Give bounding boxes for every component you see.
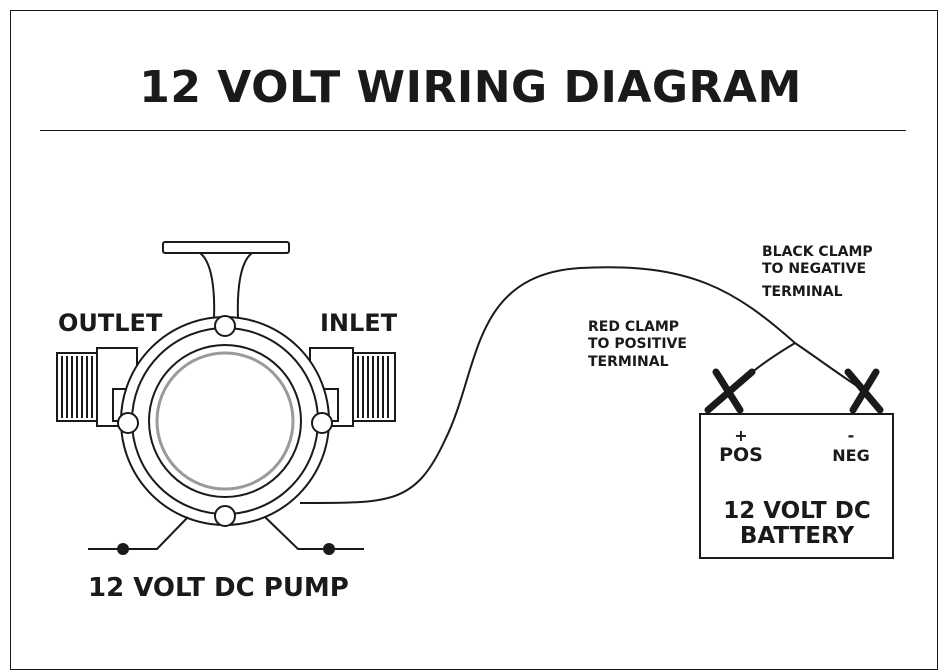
- red-clamp-label-line1: RED CLAMP: [588, 319, 679, 335]
- pump-neck-right: [236, 252, 253, 319]
- battery-pos-sign: +: [734, 426, 747, 445]
- title-divider: [40, 130, 906, 131]
- inlet-port: [309, 347, 396, 427]
- outlet-label: OUTLET: [58, 309, 163, 337]
- black-clamp-label-line1: BLACK CLAMP: [762, 244, 873, 260]
- pump-illustration: [56, 241, 396, 555]
- red-clamp-label-line2: TO POSITIVE: [588, 336, 687, 352]
- pump-impeller-cover: [155, 351, 295, 491]
- pump-body-outer: [120, 316, 330, 526]
- battery-box: [699, 413, 894, 559]
- inlet-label: INLET: [320, 309, 398, 337]
- black-clamp-icon: [844, 368, 884, 414]
- pump-bolt-right: [311, 412, 333, 434]
- red-clamp-icon: [704, 368, 756, 414]
- pump-foot-left-hole: [117, 543, 129, 555]
- pump-name-label: 12 VOLT DC PUMP: [88, 573, 349, 603]
- pump-foot-left: [88, 516, 189, 550]
- pump-neck-left: [199, 252, 216, 319]
- pump-foot-right-hole: [323, 543, 335, 555]
- red-clamp-label-line3: TERMINAL: [588, 354, 669, 370]
- battery-name-line1: 12 VOLT DC: [723, 498, 870, 524]
- black-clamp-label-line3: TERMINAL: [762, 284, 843, 300]
- battery-name-line2: BATTERY: [740, 523, 855, 549]
- pump-bolt-top: [214, 315, 236, 337]
- pump-bolt-bottom: [214, 505, 236, 527]
- battery-neg-sign: -: [848, 426, 855, 445]
- black-clamp-wire: [794, 342, 861, 389]
- pump-power-cable: [299, 266, 796, 505]
- pump-foot-right: [264, 516, 364, 550]
- pump-handle: [162, 241, 290, 254]
- pump-body-inner: [148, 344, 302, 498]
- black-clamp-label-line2: TO NEGATIVE: [762, 261, 866, 277]
- pump-bolt-left: [117, 412, 139, 434]
- battery-pos-label: POS: [719, 444, 763, 466]
- diagram-title: 12 VOLT WIRING DIAGRAM: [139, 62, 802, 113]
- battery-neg-label: NEG: [832, 446, 869, 465]
